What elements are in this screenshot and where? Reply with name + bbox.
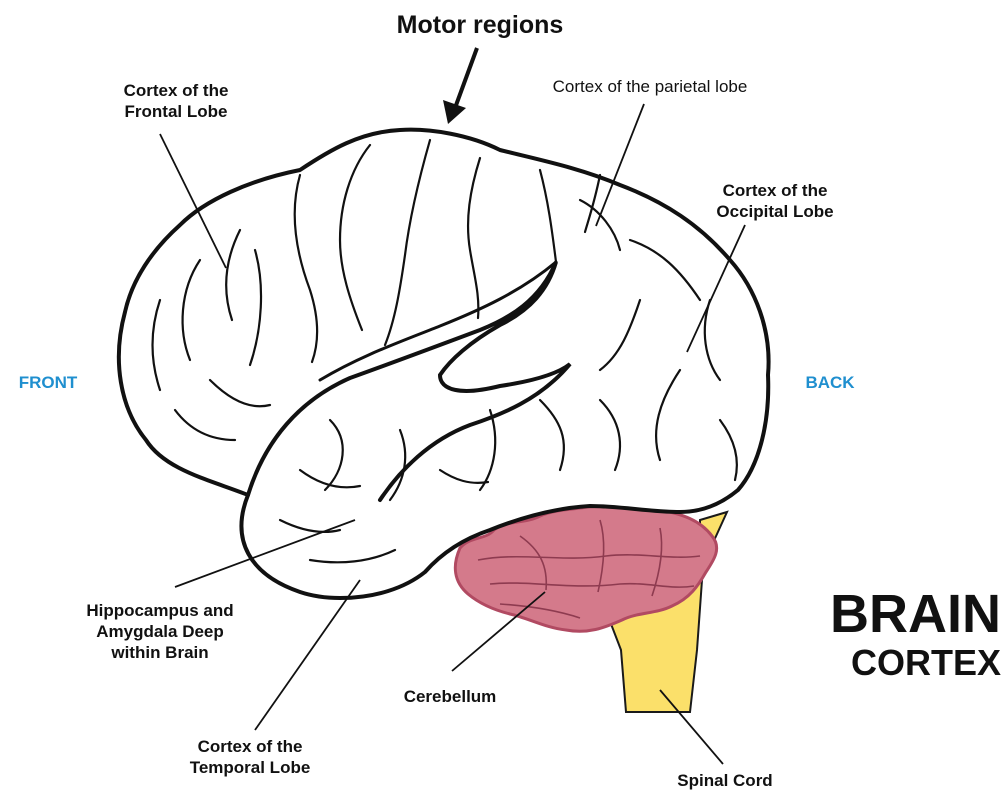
frontal-lobe-label: Cortex of the Frontal Lobe — [96, 80, 256, 122]
parietal-lobe-label: Cortex of the parietal lobe — [510, 76, 790, 97]
cerebellum-label: Cerebellum — [380, 686, 520, 707]
back-label: BACK — [790, 372, 870, 393]
front-label: FRONT — [8, 372, 88, 393]
title-cortex: CORTEX — [801, 642, 1001, 684]
spinal-cord-label: Spinal Cord — [650, 770, 800, 791]
motor-regions-label: Motor regions — [340, 10, 620, 40]
title-brain: BRAIN — [801, 584, 1001, 644]
motor-arrow — [443, 48, 477, 124]
temporal-lobe-label: Cortex of the Temporal Lobe — [170, 736, 330, 778]
occipital-lobe-label: Cortex of the Occipital Lobe — [690, 180, 860, 222]
temporal-leader — [255, 580, 360, 730]
hippocampus-label: Hippocampus and Amygdala Deep within Bra… — [60, 600, 260, 663]
